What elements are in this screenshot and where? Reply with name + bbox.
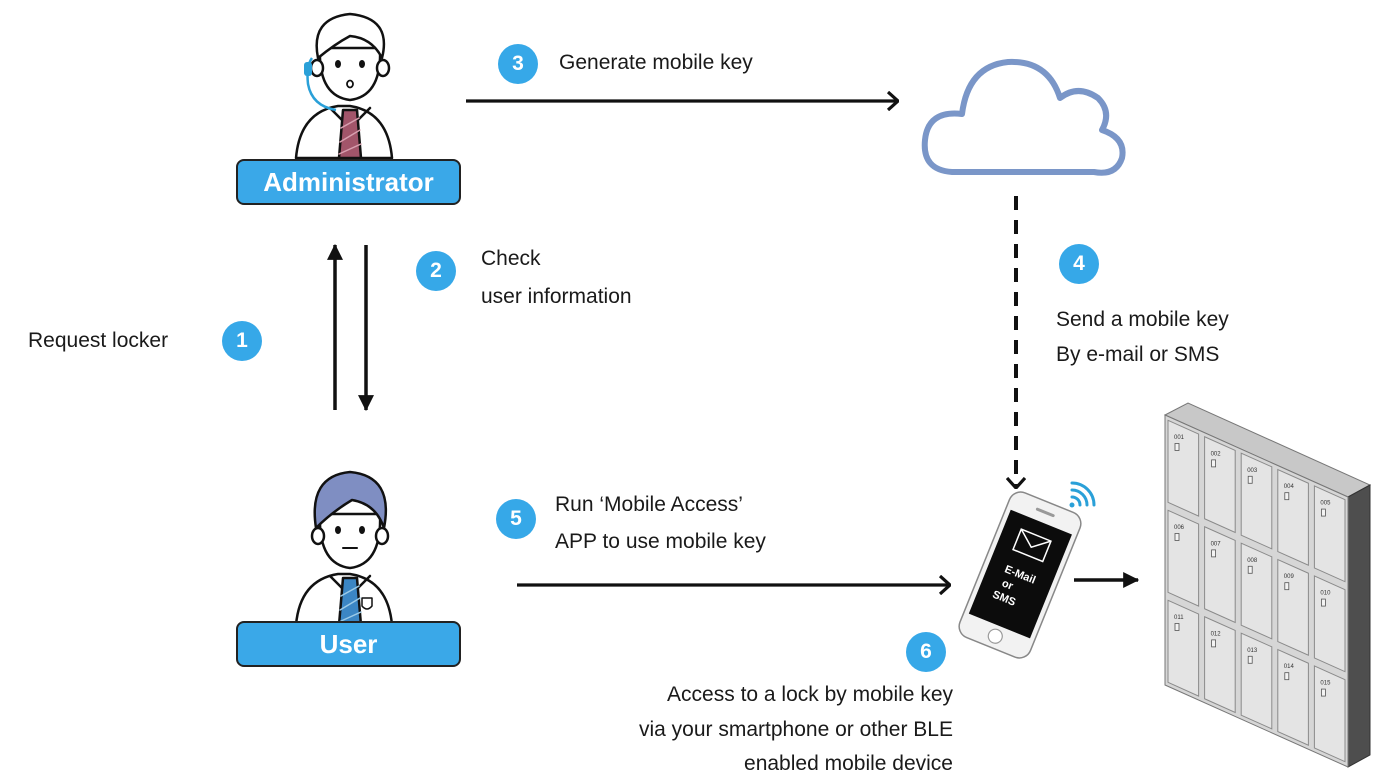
administrator-figure-icon bbox=[294, 12, 394, 160]
locker-lock bbox=[1211, 639, 1216, 648]
locker-cabinet-icon: 001 002 003 004 005 006 007 008 009 010 011 012 013 0… bbox=[1163, 402, 1372, 768]
locker-lock bbox=[1247, 565, 1253, 574]
envelope-icon bbox=[1012, 528, 1052, 563]
step-5-text: Run ‘Mobile Access’ bbox=[555, 493, 743, 516]
locker-number: 006 bbox=[1174, 525, 1185, 531]
step-6-badge: 6 bbox=[906, 632, 946, 672]
step-2-text: user information bbox=[481, 285, 632, 308]
locker-lock bbox=[1284, 582, 1290, 591]
locker-lock bbox=[1321, 598, 1326, 607]
step-2-badge: 2 bbox=[416, 251, 456, 291]
locker-number: 003 bbox=[1247, 468, 1258, 474]
locker-number: 012 bbox=[1211, 631, 1222, 637]
locker-number: 002 bbox=[1211, 451, 1222, 457]
locker-lock bbox=[1174, 443, 1180, 451]
step-5-text: APP to use mobile key bbox=[555, 530, 766, 553]
step-6-text: enabled mobile device bbox=[744, 752, 953, 775]
locker-lock bbox=[1321, 508, 1326, 517]
locker-number: 001 bbox=[1174, 435, 1185, 441]
locker-number: 010 bbox=[1320, 591, 1331, 597]
locker-number: 005 bbox=[1320, 501, 1331, 507]
step-2-text: Check bbox=[481, 247, 541, 270]
locker-number: 004 bbox=[1284, 484, 1295, 490]
locker-lock bbox=[1284, 492, 1290, 501]
phone-screen-text: or bbox=[1000, 577, 1015, 593]
user-figure-icon bbox=[294, 470, 394, 627]
step-1-badge: 1 bbox=[222, 321, 262, 361]
step-4-text: By e-mail or SMS bbox=[1056, 343, 1220, 366]
locker-number: 014 bbox=[1284, 664, 1295, 670]
smartphone-icon bbox=[958, 491, 1082, 659]
locker-lock bbox=[1247, 655, 1253, 664]
locker-lock bbox=[1211, 549, 1216, 558]
step-6-text: via your smartphone or other BLE bbox=[639, 718, 953, 741]
locker-number: 008 bbox=[1247, 558, 1258, 564]
step-3-text: Generate mobile key bbox=[559, 51, 753, 74]
locker-lock bbox=[1174, 533, 1180, 541]
step-3-badge: 3 bbox=[498, 44, 538, 84]
locker-lock bbox=[1211, 459, 1216, 468]
locker-number: 007 bbox=[1211, 541, 1222, 547]
user-label: User bbox=[236, 621, 461, 667]
step-6-text: Access to a lock by mobile key bbox=[667, 683, 953, 706]
locker-lock bbox=[1247, 475, 1253, 484]
locker-lock bbox=[1321, 688, 1326, 697]
headset-icon bbox=[304, 57, 337, 112]
locker-number: 009 bbox=[1284, 574, 1295, 580]
cloud-icon bbox=[921, 58, 1126, 176]
locker-number: 011 bbox=[1174, 615, 1184, 621]
step-1-text: Request locker bbox=[28, 329, 169, 352]
locker-lock bbox=[1174, 623, 1180, 631]
locker-lock bbox=[1284, 672, 1290, 681]
step-5-badge: 5 bbox=[496, 499, 536, 539]
wifi-signal-icon bbox=[1069, 481, 1096, 508]
step-4-badge: 4 bbox=[1059, 244, 1099, 284]
step-4-text: Send a mobile key bbox=[1056, 308, 1229, 331]
administrator-label: Administrator bbox=[236, 159, 461, 205]
locker-number: 015 bbox=[1320, 681, 1331, 687]
locker-number: 013 bbox=[1247, 648, 1258, 654]
